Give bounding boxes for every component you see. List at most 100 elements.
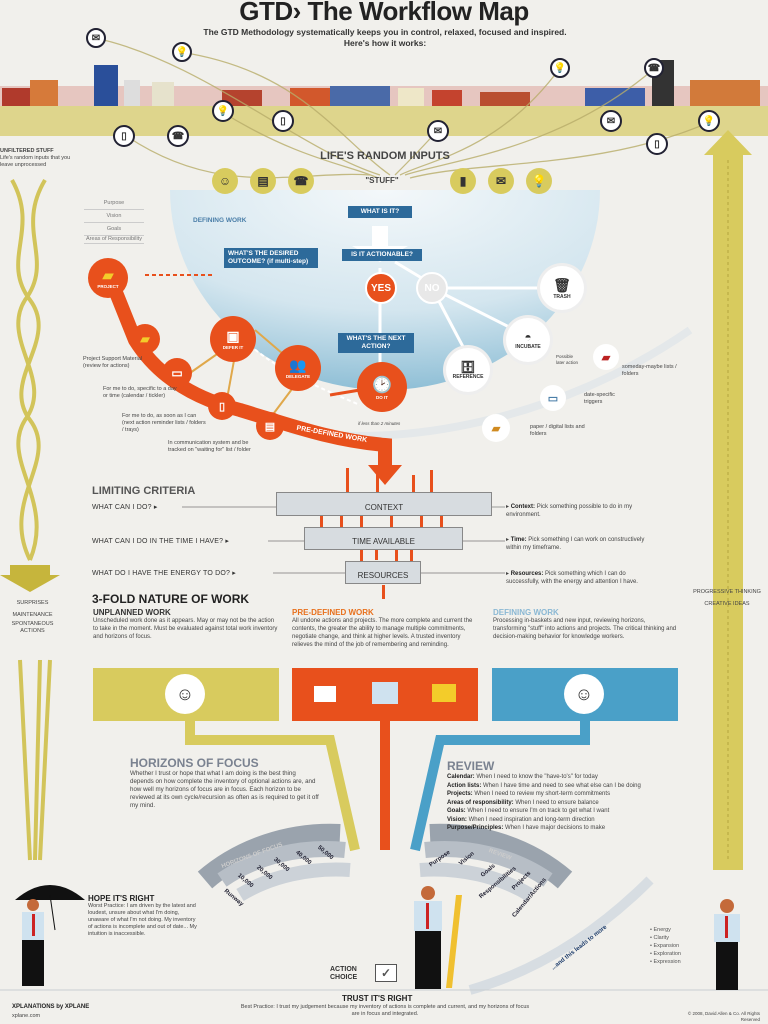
defining-panel: ☺	[492, 668, 678, 721]
limiting-arrows	[320, 468, 443, 599]
person-icon: ☺	[212, 168, 238, 194]
unfiltered-stuff: UNFILTERED STUFF Life's random inputs th…	[0, 148, 80, 169]
horizons-fan	[197, 823, 573, 902]
defining-col: DEFINING WORK Processing in-baskets and …	[493, 608, 678, 641]
brand-url: xplane.com	[12, 1013, 41, 1019]
lightbulb-icon: 💡	[698, 110, 720, 132]
areas-label: Areas of Responsibility	[84, 236, 144, 244]
incubate-icon: ◓	[524, 330, 532, 344]
benefit-text: Energy	[653, 927, 671, 933]
gtd-logo: GTD	[239, 0, 293, 26]
text: When I have major decisions to make	[505, 825, 606, 831]
project-label: PROJECT	[97, 284, 119, 289]
inputs-title: LIFE'S RANDOM INPUTS	[320, 150, 450, 162]
term: Projects:	[447, 791, 473, 797]
action-choice-label: ACTION CHOICE	[330, 966, 358, 981]
term: Resources:	[510, 571, 544, 577]
checkbox-icon: ✓	[375, 964, 397, 982]
resources-desc: ▸ Resources: Pick something which I can …	[506, 571, 638, 585]
predefined-col: PRE-DEFINED WORK All undone actions and …	[292, 608, 477, 649]
term: Goals:	[447, 808, 466, 814]
work-pipes	[185, 720, 590, 852]
desired-outcome-box: WHAT'S THE DESIRED OUTCOME? (if multi-st…	[224, 248, 318, 268]
leads-arrow	[468, 876, 654, 995]
clock-icon: 🕑	[372, 376, 392, 394]
delegate-node: 👥DELEGATE	[275, 345, 321, 391]
note-calendar: For me to do, specific to a day or time …	[103, 386, 177, 399]
text: When I need inspiration and long-term di…	[468, 816, 595, 823]
maintenance-label: MAINTENANCE	[12, 612, 53, 618]
lightbulb-icon: 💡	[526, 168, 552, 194]
benefit-text: Expression	[653, 959, 681, 965]
delegate-label: DELEGATE	[285, 374, 311, 379]
person-icon: ☺	[165, 674, 205, 714]
what-is-it-box: WHAT IS IT?	[348, 206, 412, 218]
lightbulb-icon: 💡	[550, 58, 570, 78]
calendar-note-icon: ▣	[226, 328, 240, 344]
phone-icon: ☎	[288, 168, 314, 194]
text: When I need to know the "have-to's" for …	[476, 774, 598, 780]
benefit-text: Exploration	[653, 951, 681, 957]
benefit: • Clarity	[650, 935, 670, 941]
resources-bar: RESOURCES	[345, 561, 421, 584]
file-cabinet-icon: 🗄	[460, 360, 476, 374]
envelope-icon: ✉	[86, 28, 106, 48]
text: When I have time and need to see what el…	[483, 782, 641, 789]
progressive-label: PROGRESSIVE THINKING	[693, 589, 761, 595]
criteria-question: WHAT DO I HAVE THE ENERGY TO DO? ▸	[92, 570, 236, 577]
page-title: GTD› The Workflow Map	[0, 0, 768, 27]
review-item: Projects: When I need to review my short…	[447, 790, 697, 799]
paper-stack-icon: ▤	[250, 168, 276, 194]
defer-node: ▣DEFER IT	[210, 316, 256, 362]
predefined-panel	[292, 668, 478, 721]
term: Context:	[510, 504, 536, 510]
trash-node: 🗑TRASH	[540, 266, 584, 310]
benefit: • Expansion	[650, 943, 680, 949]
person-thumbs-up	[714, 899, 740, 990]
creative-label: CREATIVE IDEAS	[704, 601, 750, 607]
review-item: Goals: When I need to ensure I'm on trac…	[447, 807, 697, 816]
trust-title: TRUST IT'S RIGHT	[342, 994, 413, 1003]
unplanned-title: UNPLANNED WORK	[93, 608, 171, 617]
horizons-text: Whether I trust or hope that what I am d…	[130, 770, 319, 809]
unplanned-col: UNPLANNED WORK Unscheduled work done as …	[93, 608, 278, 641]
yes-node: YES	[365, 272, 397, 304]
desc-text: Pick something which I can do successful…	[506, 571, 638, 585]
term: Purpose/Principles:	[447, 825, 504, 831]
phone-icon: ☎	[644, 58, 664, 78]
right-yellow-path	[704, 130, 752, 870]
review-item: Action lists: When I have time and need …	[447, 782, 697, 791]
defining-title: DEFINING WORK	[493, 608, 559, 617]
folder-icon	[432, 684, 456, 702]
paper-note: paper / digital lists and folders	[530, 424, 585, 437]
person-pencil	[414, 886, 462, 989]
note-waiting-for: In communication system and be tracked o…	[168, 440, 251, 453]
question-text: WHAT CAN I DO IN THE TIME I HAVE?	[92, 538, 224, 545]
hope-section: HOPE IT'S RIGHT Worst Practice: I am dri…	[88, 894, 198, 938]
calendar-icon: ▭	[540, 385, 566, 411]
note-support-material: Project Support Material (review for act…	[83, 356, 142, 369]
folder-icon: ▰	[102, 267, 114, 283]
xplane-logo: XPLANATIONS by XPLANE	[12, 1004, 90, 1010]
review-item: Calendar: When I need to know the "have-…	[447, 773, 697, 782]
reference-node: 🗄REFERENCE	[446, 348, 490, 392]
time-desc: ▸ Time: Pick something I can work on con…	[506, 537, 645, 551]
criteria-lines	[182, 506, 505, 574]
folder-icon: ▰	[482, 414, 510, 442]
phone-icon: ☎	[167, 125, 189, 147]
no-node: NO	[416, 272, 448, 304]
term: Time:	[510, 537, 527, 543]
document-icon: ▤	[256, 412, 284, 440]
reference-label: REFERENCE	[452, 374, 484, 380]
right-list: PROGRESSIVE THINKING CREATIVE IDEAS	[692, 588, 762, 608]
next-action-box: WHAT'S THE NEXT ACTION?	[338, 333, 414, 353]
note-next-action: For me to do, as soon as I can (next act…	[122, 413, 206, 433]
review-item: Areas of responsibility: When I need to …	[447, 799, 697, 808]
envelope-icon: ✉	[600, 110, 622, 132]
benefit-text: Expansion	[653, 943, 680, 949]
do-it-node: 🕑DO IT	[357, 362, 407, 412]
defer-label: DEFER IT	[222, 345, 244, 350]
someday-folder-icon: ▰	[593, 344, 619, 370]
horizons-title: HORIZONS OF FOCUS	[130, 756, 259, 770]
